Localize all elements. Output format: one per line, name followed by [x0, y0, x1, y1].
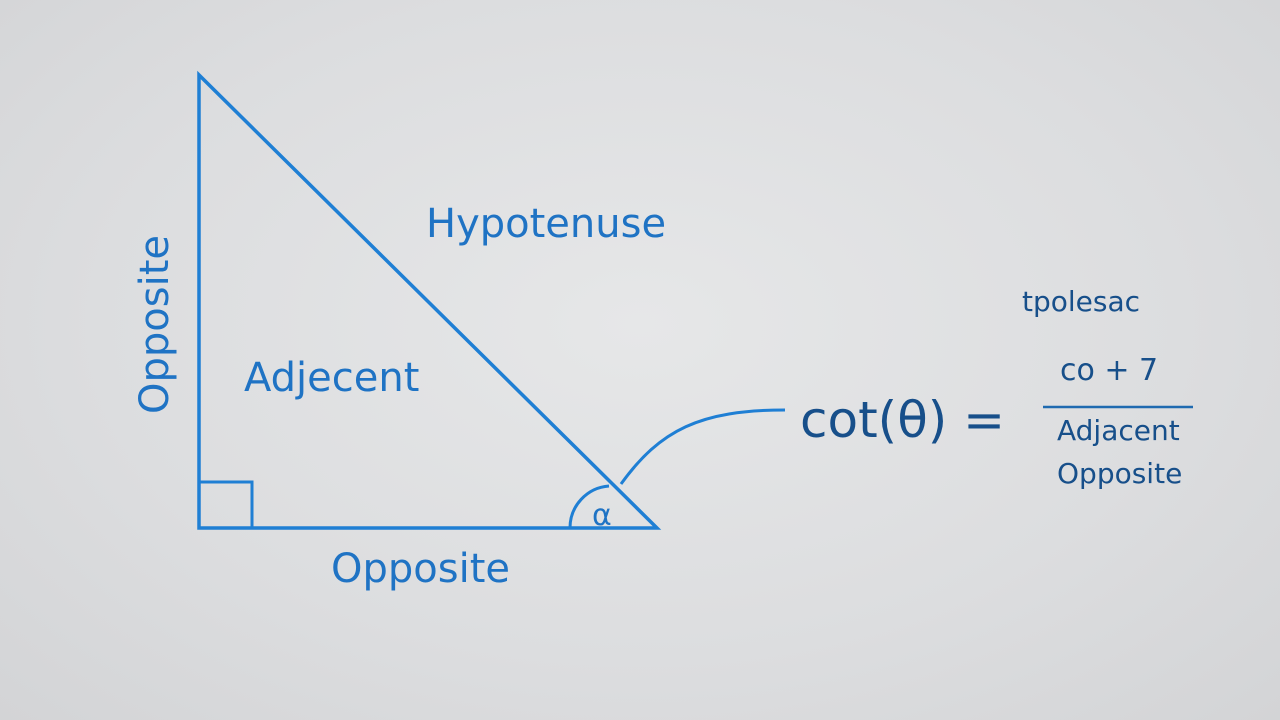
left-side-label: Opposite [132, 235, 178, 414]
hypotenuse-label: Hypotenuse [426, 201, 666, 247]
connector-curve [619, 408, 786, 485]
inside-label: Adjecent [244, 355, 419, 401]
formula-scribble: tpolesac [1022, 285, 1140, 318]
right-angle-marker [197, 480, 254, 530]
angle-arc [568, 484, 610, 529]
formula-lhs: cot(θ) = [800, 391, 1005, 449]
angle-label: α [592, 498, 612, 533]
right-triangle [197, 70, 662, 530]
bottom-side-label: Opposite [331, 546, 510, 592]
formula-denominator-adjacent: Adjacent [1057, 414, 1180, 447]
formula-denominator-opposite: Opposite [1057, 457, 1182, 490]
formula-numerator: co + 7 [1060, 353, 1158, 388]
